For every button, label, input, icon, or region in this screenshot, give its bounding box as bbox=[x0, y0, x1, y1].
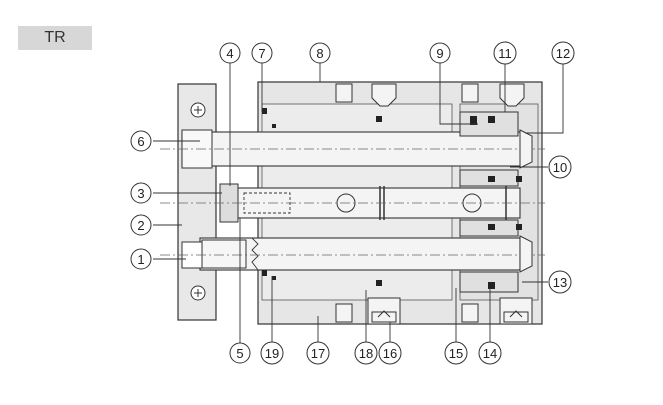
svg-text:14: 14 bbox=[483, 346, 497, 361]
callout-1: 1 bbox=[130, 248, 152, 270]
leader-lines bbox=[153, 63, 564, 343]
callout-3: 3 bbox=[130, 182, 152, 204]
callout-4: 4 bbox=[219, 42, 241, 64]
plate-screw-top bbox=[190, 102, 206, 118]
callout-9: 9 bbox=[429, 42, 451, 64]
svg-text:7: 7 bbox=[258, 46, 265, 61]
front-plate bbox=[177, 83, 217, 321]
svg-text:15: 15 bbox=[449, 346, 463, 361]
svg-text:19: 19 bbox=[265, 346, 279, 361]
svg-text:5: 5 bbox=[236, 346, 243, 361]
svg-text:9: 9 bbox=[436, 46, 443, 61]
callout-5: 5 bbox=[229, 342, 251, 364]
callouts: 1 2 3 4 5 6 7 8 9 10 11 12 13 14 15 16 1… bbox=[130, 41, 575, 365]
callout-15: 15 bbox=[444, 341, 468, 365]
callout-6: 6 bbox=[130, 130, 152, 152]
fitting-markers bbox=[377, 310, 523, 318]
lower-bolt-seat bbox=[201, 239, 247, 269]
svg-text:18: 18 bbox=[359, 346, 373, 361]
callout-14: 14 bbox=[478, 341, 502, 365]
svg-text:4: 4 bbox=[226, 46, 233, 61]
svg-text:8: 8 bbox=[316, 46, 323, 61]
callout-2: 2 bbox=[130, 214, 152, 236]
callout-13: 13 bbox=[548, 270, 572, 294]
svg-text:16: 16 bbox=[383, 346, 397, 361]
svg-text:17: 17 bbox=[311, 346, 325, 361]
top-ports bbox=[335, 83, 525, 107]
callout-10: 10 bbox=[548, 155, 572, 179]
right-cushion-upper bbox=[519, 129, 533, 169]
model-tag: TR bbox=[18, 26, 92, 50]
callout-7: 7 bbox=[251, 42, 273, 64]
svg-text:11: 11 bbox=[498, 46, 512, 61]
svg-text:2: 2 bbox=[137, 218, 144, 233]
callout-17: 17 bbox=[306, 341, 330, 365]
svg-text:1: 1 bbox=[137, 252, 144, 267]
callout-11: 11 bbox=[493, 41, 517, 65]
callout-12: 12 bbox=[551, 41, 575, 65]
plate-screw-bottom bbox=[190, 285, 206, 301]
callout-18: 18 bbox=[354, 341, 378, 365]
callout-16: 16 bbox=[378, 341, 402, 365]
right-cushion-lower bbox=[519, 235, 533, 273]
svg-text:12: 12 bbox=[556, 46, 570, 61]
callout-8: 8 bbox=[309, 42, 331, 64]
seals bbox=[262, 108, 522, 289]
lower-rod bbox=[199, 237, 521, 271]
svg-text:6: 6 bbox=[137, 134, 144, 149]
svg-text:10: 10 bbox=[553, 160, 567, 175]
callout-19: 19 bbox=[260, 341, 284, 365]
svg-text:3: 3 bbox=[137, 186, 144, 201]
svg-text:13: 13 bbox=[553, 275, 567, 290]
